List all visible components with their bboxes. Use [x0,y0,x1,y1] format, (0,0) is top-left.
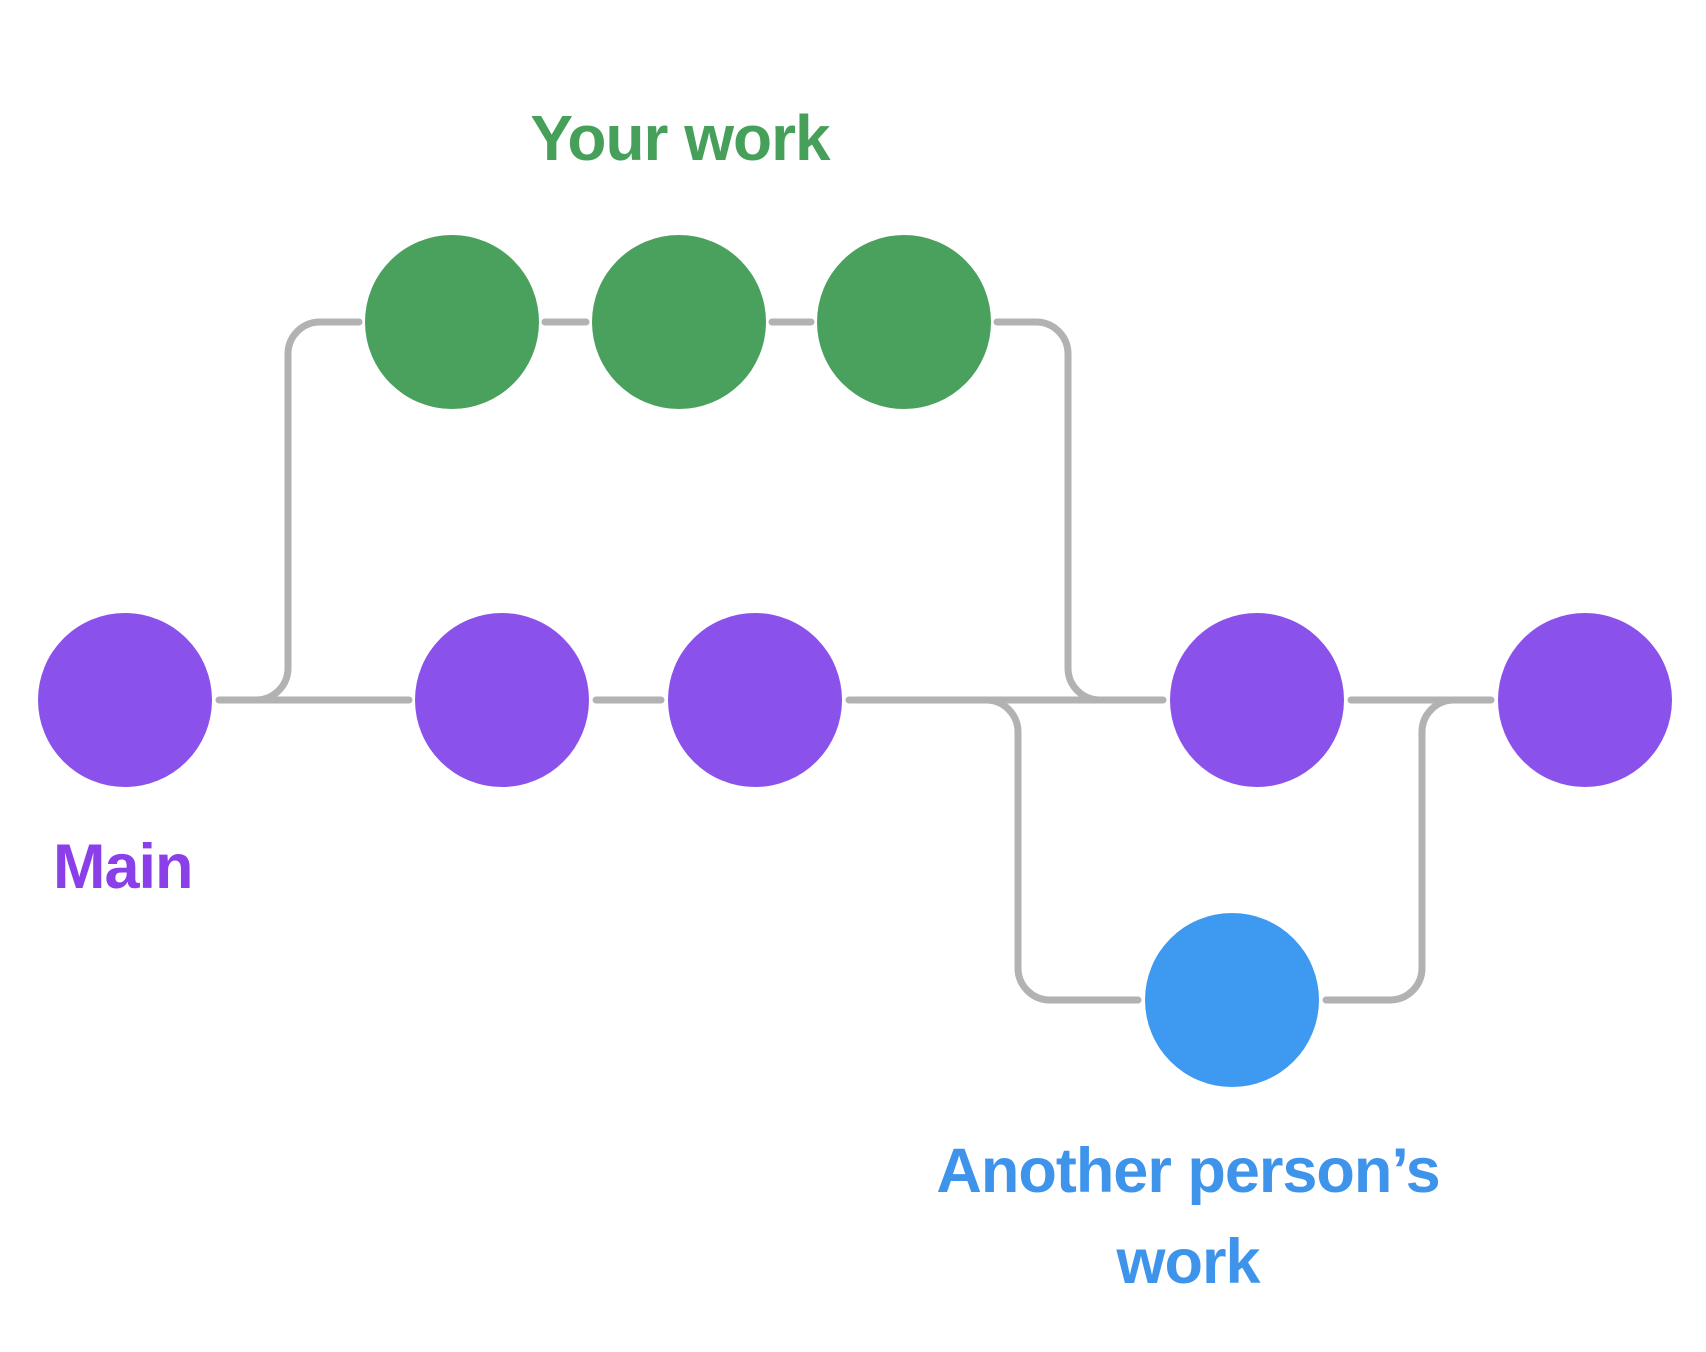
commit-node-your-work-1 [365,235,539,409]
commit-node-main-4 [1170,613,1344,787]
label-another-person-line2: work [1115,1227,1261,1297]
commit-node-main-5 [1498,613,1672,787]
link-branch-out-another-person [968,696,1142,1004]
commit-node-another-person-1 [1145,913,1319,1087]
label-another-person-line1: Another person’s [936,1136,1439,1206]
label-main: Main [53,832,193,902]
commit-node-your-work-2 [592,235,766,409]
link-merge-in-another-person [1322,696,1466,1004]
commit-node-main-1 [38,613,212,787]
commit-nodes [38,235,1672,1087]
branch-links [215,318,1495,1004]
commit-node-your-work-3 [817,235,991,409]
commit-node-main-3 [668,613,842,787]
commit-node-main-2 [415,613,589,787]
label-your-work: Your work [530,102,831,174]
link-branch-out-your-work [234,318,363,704]
link-merge-in-your-work [993,318,1112,704]
